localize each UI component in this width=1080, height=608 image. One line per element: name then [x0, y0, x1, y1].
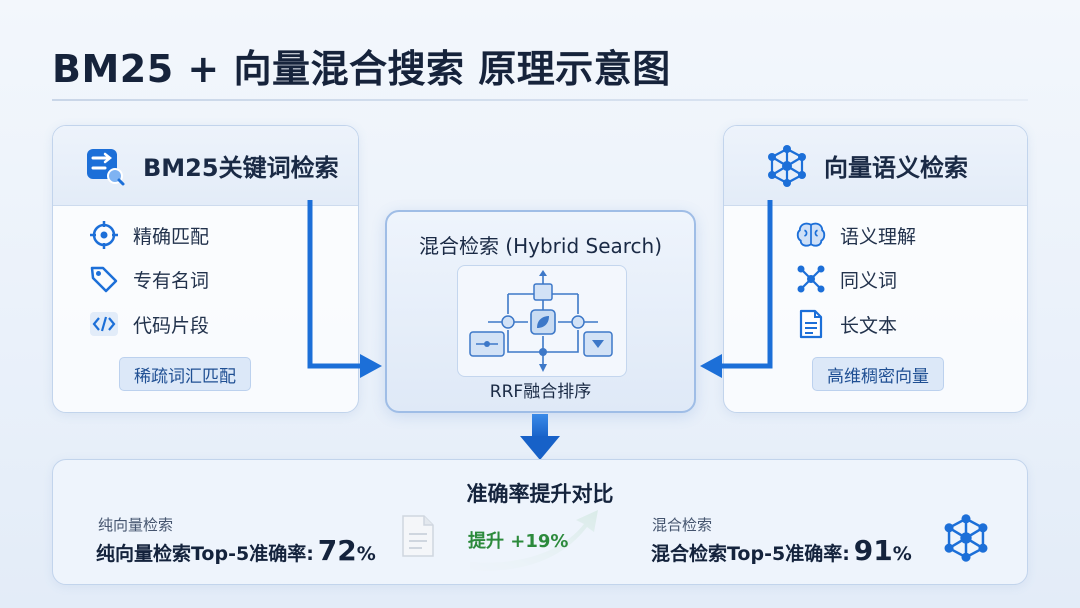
- feature-label: 长文本: [840, 314, 898, 337]
- vector-panel: 向量语义检索 语义理解 同义词 长文本 高维稠密向量: [723, 125, 1028, 413]
- document-icon: [400, 514, 436, 562]
- bm25-panel-title: BM25关键词检索: [143, 154, 339, 182]
- hybrid-search-title: 混合检索 (Hybrid Search): [418, 234, 663, 258]
- bm25-panel-header: BM25关键词检索: [53, 126, 358, 206]
- dense-vector-tag: 高维稠密向量: [812, 357, 944, 391]
- sparse-match-tag: 稀疏词汇匹配: [119, 357, 251, 391]
- fusion-flow-icon: [457, 265, 627, 377]
- hybrid-search-panel: 混合检索 (Hybrid Search) RR: [385, 210, 696, 413]
- pure-vector-metric-label: 纯向量检索Top-5准确率:: [96, 543, 314, 565]
- pure-vector-unit: %: [356, 543, 376, 565]
- feature-label: 语义理解: [840, 225, 917, 248]
- pure-vector-metric: 纯向量检索Top-5准确率: 72 %: [96, 534, 376, 567]
- page-title: BM25 + 向量混合搜索 原理示意图: [52, 47, 671, 91]
- vector-panel-title: 向量语义检索: [824, 154, 968, 182]
- accuracy-comparison-title: 准确率提升对比: [466, 482, 614, 506]
- left-to-center-arrow: [307, 200, 382, 378]
- code-icon: [89, 309, 119, 339]
- keyword-search-icon: [83, 144, 127, 188]
- hybrid-value: 91: [853, 534, 893, 567]
- title-divider: [52, 99, 1028, 101]
- hybrid-label: 混合检索: [652, 516, 713, 534]
- document-icon: [796, 309, 826, 339]
- feature-label: 专有名词: [133, 269, 210, 292]
- right-to-center-arrow: [700, 200, 773, 378]
- molecule-icon: [796, 264, 826, 294]
- feature-label: 精确匹配: [133, 225, 210, 248]
- tag-icon: [89, 264, 119, 294]
- feature-long-text: 长文本: [796, 309, 897, 339]
- feature-code-snippet: 代码片段: [89, 309, 209, 339]
- network-icon: [940, 512, 992, 568]
- brain-icon: [796, 220, 826, 250]
- feature-proper-noun: 专有名词: [89, 264, 209, 294]
- feature-label: 代码片段: [133, 314, 210, 337]
- pure-vector-value: 72: [317, 534, 357, 567]
- vector-panel-header: 向量语义检索: [724, 126, 1027, 206]
- feature-synonym: 同义词: [796, 264, 897, 294]
- hybrid-unit: %: [892, 543, 912, 565]
- pure-vector-label: 纯向量检索: [98, 516, 174, 534]
- center-to-bottom-arrow: [520, 414, 560, 460]
- feature-exact-match: 精确匹配: [89, 220, 209, 250]
- hybrid-metric-label: 混合检索Top-5准确率:: [651, 543, 850, 565]
- hybrid-metric: 混合检索Top-5准确率: 91 %: [651, 534, 912, 567]
- improvement-label: 提升 +19%: [468, 531, 569, 552]
- network-icon: [764, 143, 810, 189]
- accuracy-comparison-panel: 准确率提升对比: [52, 459, 1028, 585]
- rrf-fusion-caption: RRF融合排序: [489, 382, 592, 402]
- target-icon: [89, 220, 119, 250]
- feature-semantic: 语义理解: [796, 220, 916, 250]
- feature-label: 同义词: [840, 269, 898, 292]
